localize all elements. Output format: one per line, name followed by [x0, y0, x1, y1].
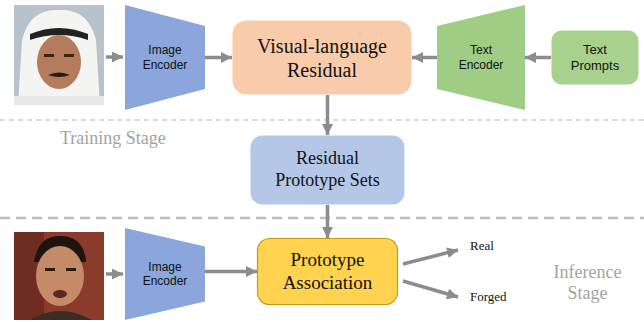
node-text: Image Encoder: [138, 43, 192, 72]
encoder-block: Image Encoder: [125, 228, 205, 320]
box-shape: [233, 21, 412, 95]
face-photo: [14, 232, 104, 320]
process-box: Prototype Association: [257, 238, 398, 305]
stage-label: Training Stage: [60, 128, 200, 149]
input-box: Text Prompts: [551, 30, 639, 85]
trapezoid-shape: [125, 228, 205, 320]
output-arrow: [403, 281, 458, 297]
flow-arrow: [412, 56, 437, 60]
input-arrow: [106, 272, 123, 276]
node-text: Residual Prototype Sets: [262, 148, 393, 191]
process-box: Visual-language Residual: [232, 20, 412, 95]
encoder-block: Text Encoder: [437, 5, 525, 110]
encoder-block: Image Encoder: [125, 5, 205, 110]
box-shape: [552, 31, 639, 85]
face-photo: [14, 5, 104, 105]
node-text: Visual-language Residual: [242, 34, 402, 82]
box-shape: [258, 239, 398, 305]
node-outline: [232, 20, 412, 95]
process-box: Residual Prototype Sets: [250, 135, 405, 205]
stage-separator: [0, 217, 644, 220]
box-shape: [251, 136, 405, 205]
node-text: Image Encoder: [138, 260, 192, 289]
trapezoid-shape: [125, 5, 205, 110]
flow-arrow: [205, 270, 257, 274]
flow-arrow: [326, 95, 330, 135]
flow-arrow: [326, 205, 330, 238]
node-text: Prototype Association: [265, 249, 390, 295]
output-label: Forged: [470, 290, 530, 305]
stage-separator: [0, 119, 644, 121]
flow-arrow: [205, 56, 232, 60]
flow-arrow: [525, 56, 551, 60]
output-label: Real: [470, 239, 530, 254]
stage-label: Inference Stage: [540, 262, 635, 303]
trapezoid-shape: [437, 5, 525, 110]
output-arrow: [403, 250, 458, 264]
node-text: Text Prompts: [559, 42, 631, 73]
input-arrow: [106, 55, 123, 59]
node-text: Text Encoder: [454, 43, 508, 72]
